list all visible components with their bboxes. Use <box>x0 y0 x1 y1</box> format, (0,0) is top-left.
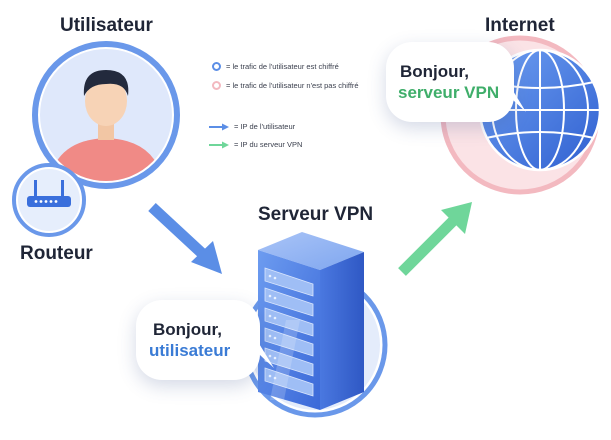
user-title: Utilisateur <box>60 15 153 36</box>
blue-arrow-mini-icon <box>209 123 229 130</box>
vpn-server-title: Serveur VPN <box>258 204 374 225</box>
router-circle <box>12 163 86 237</box>
legend-vpn-ip-label: = IP du serveur VPN <box>234 140 303 149</box>
internet-bubble-tail <box>500 86 526 112</box>
internet-title: Internet <box>485 15 555 36</box>
internet-speech-bubble: Bonjour, serveur VPN <box>386 42 514 122</box>
server-bubble-greeting: Bonjour, <box>153 320 222 339</box>
legend-encrypted-label: = le trafic de l'utilisateur est chiffré <box>226 62 339 71</box>
server-bubble-tail <box>248 342 274 368</box>
green-arrow <box>398 202 472 276</box>
server-bubble-name: utilisateur <box>149 341 231 360</box>
pink-ring-icon <box>212 81 221 90</box>
blue-ring-icon <box>212 62 221 71</box>
legend-user-ip-label: = IP de l'utilisateur <box>234 122 296 131</box>
router-icon <box>27 180 71 207</box>
legend-not-encrypted-label: = le trafic de l'utilisateur n'est pas c… <box>226 81 359 90</box>
server-speech-bubble: Bonjour, utilisateur <box>136 300 260 380</box>
blue-arrow <box>148 202 222 274</box>
legend-vpn-ip: = IP du serveur VPN <box>209 140 302 149</box>
green-arrow-mini-icon <box>209 141 229 148</box>
server-rack-icon <box>258 232 364 410</box>
internet-bubble-name: serveur VPN <box>398 83 500 102</box>
legend-encrypted: = le trafic de l'utilisateur est chiffré <box>212 62 339 71</box>
router-title: Routeur <box>20 243 93 264</box>
internet-bubble-greeting: Bonjour, <box>400 62 469 81</box>
legend-user-ip: = IP de l'utilisateur <box>209 122 295 131</box>
legend-not-encrypted: = le trafic de l'utilisateur n'est pas c… <box>212 81 359 90</box>
